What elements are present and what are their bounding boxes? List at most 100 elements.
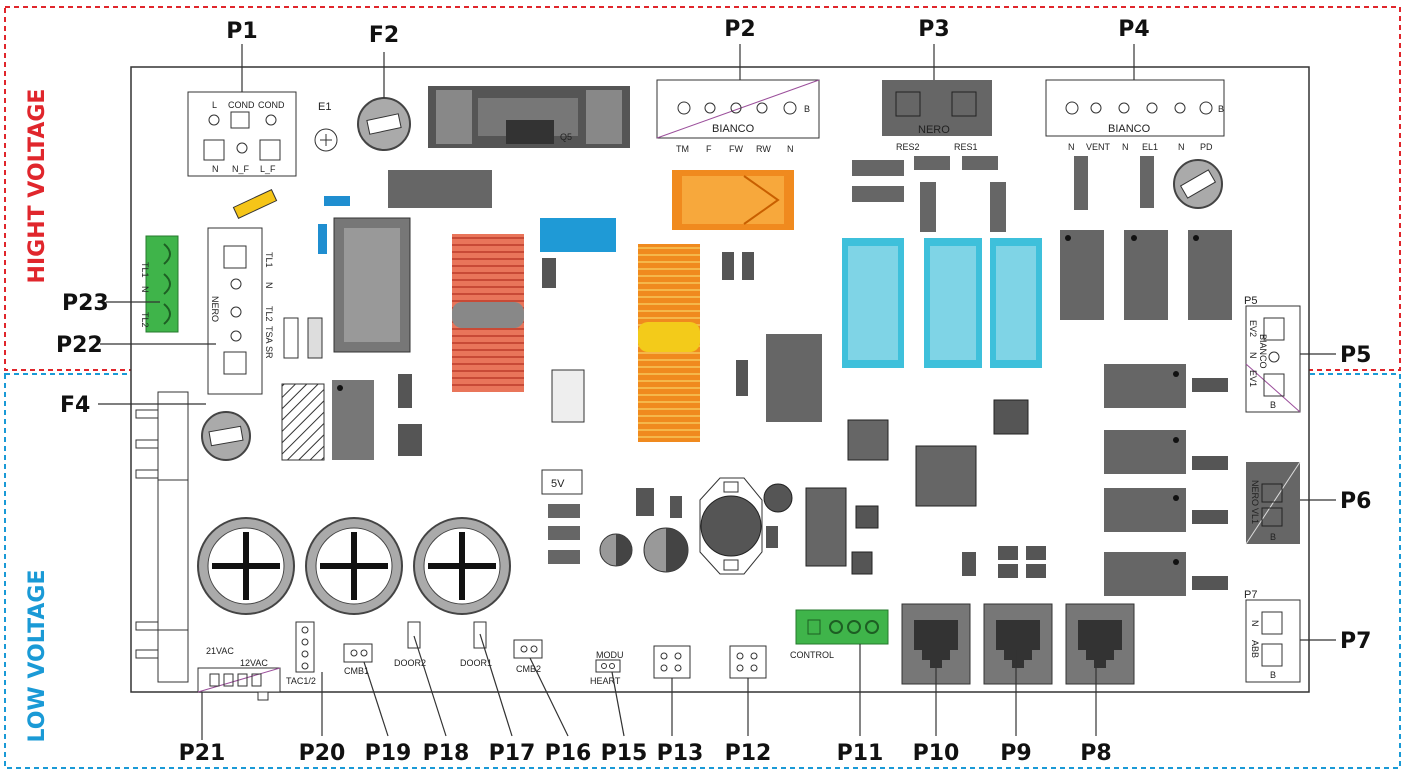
p10-rj-jack	[901, 603, 971, 685]
leader-lines	[98, 44, 1336, 740]
p5-connector: P5 EV2 BIANCO N EV1 B	[1244, 295, 1301, 413]
p4-pin-vent: VENT	[1086, 142, 1111, 152]
svg-text:B: B	[1270, 670, 1276, 680]
p12-connector	[729, 645, 767, 679]
hatched-block	[281, 383, 325, 461]
ic-qfp-small	[847, 419, 889, 461]
high-voltage-zone	[4, 6, 1401, 371]
5v-label: 5V	[551, 478, 565, 490]
callout-p5: P5	[1340, 343, 1371, 368]
callout-p10: P10	[913, 741, 960, 766]
svg-text:B: B	[1270, 400, 1276, 410]
p2-pin-tm: TM	[676, 144, 689, 154]
capacitor-1	[197, 517, 295, 615]
p21-connector: 21VAC 12VAC	[197, 646, 281, 701]
p8-rj-jack	[1065, 603, 1135, 685]
svg-text:NERO: NERO	[210, 296, 220, 322]
callout-p2: P2	[724, 17, 755, 42]
relay-low-2	[1104, 430, 1186, 474]
svg-text:BIANCO: BIANCO	[1258, 334, 1268, 369]
svg-text:N: N	[1250, 620, 1260, 627]
svg-text:BIANCO: BIANCO	[1108, 123, 1151, 135]
capacitor-2	[305, 517, 403, 615]
p16-connector: CMB2	[513, 639, 543, 674]
svg-text:CMB2: CMB2	[516, 664, 541, 674]
p6-connector: NERO VL1 B	[1245, 461, 1301, 545]
relay-low-left	[332, 380, 374, 460]
svg-text:12VAC: 12VAC	[240, 658, 268, 668]
svg-text:COND: COND	[258, 100, 285, 110]
coil-left	[452, 234, 524, 392]
svg-text:Q5: Q5	[560, 132, 572, 142]
callout-p13: P13	[657, 741, 704, 766]
p2-pin-n: N	[787, 144, 794, 154]
e1-label: E1	[318, 101, 331, 113]
svg-text:N: N	[1248, 352, 1258, 359]
svg-text:TL2: TL2	[264, 306, 274, 322]
svg-text:B: B	[1270, 532, 1276, 542]
svg-text:P7: P7	[1244, 589, 1257, 601]
svg-text:L: L	[212, 100, 217, 110]
callout-p3: P3	[918, 17, 949, 42]
callout-p12: P12	[725, 741, 772, 766]
callout-p18: P18	[423, 741, 470, 766]
svg-text:DOOR2: DOOR2	[394, 658, 426, 668]
q5-relay: Q5	[428, 86, 630, 148]
svg-text:MODU: MODU	[596, 650, 624, 660]
relay-top	[388, 170, 492, 208]
callout-f2: F2	[369, 23, 399, 48]
svg-text:EV1: EV1	[1248, 370, 1258, 387]
svg-text:TAC1/2: TAC1/2	[286, 676, 316, 686]
svg-text:L_F: L_F	[260, 164, 276, 174]
svg-text:BIANCO: BIANCO	[712, 123, 755, 135]
voltage-regulator	[699, 477, 763, 575]
p7-connector: P7 N ABB B	[1244, 589, 1301, 683]
blue-capacitor	[540, 218, 616, 252]
callout-p22: P22	[56, 333, 103, 358]
callout-p4: P4	[1118, 17, 1149, 42]
p9-rj-jack	[983, 603, 1053, 685]
callout-p23: P23	[62, 291, 109, 316]
yellow-component	[232, 189, 278, 219]
low-voltage-label: LOW VOLTAGE	[25, 570, 50, 743]
p23-connector: TL1 N TL2	[140, 235, 179, 333]
blue-smd-2	[318, 224, 327, 254]
relay-r2	[1124, 230, 1168, 320]
high-voltage-label: HIGHT VOLTAGE	[25, 89, 50, 284]
p15-connector: MODU HEART	[590, 650, 624, 686]
callout-p7: P7	[1340, 629, 1371, 654]
svg-text:N: N	[140, 286, 150, 293]
callout-p19: P19	[365, 741, 412, 766]
5v-box	[541, 469, 583, 495]
callout-p20: P20	[299, 741, 346, 766]
p18-connector: DOOR2	[394, 621, 426, 668]
relay-low-3	[1104, 488, 1186, 532]
callout-p15: P15	[601, 741, 648, 766]
p3-res2: RES2	[896, 142, 920, 152]
p20-connector: TAC1/2	[286, 621, 316, 686]
p2-connector: BIANCO B	[656, 79, 820, 139]
p3-connector: NERO	[882, 80, 992, 136]
svg-text:N: N	[264, 282, 274, 289]
p1-connector: L COND COND N N_F L_F	[187, 91, 297, 177]
blue-smd-1	[324, 196, 350, 206]
svg-text:TL1: TL1	[264, 252, 274, 268]
svg-text:SR: SR	[264, 346, 274, 359]
p11-connector: CONTROL	[790, 609, 889, 660]
relay-low-1	[1104, 364, 1186, 408]
callout-p9: P9	[1000, 741, 1031, 766]
callout-p8: P8	[1080, 741, 1111, 766]
heatsink	[135, 391, 189, 683]
p4-pin-n1: N	[1068, 142, 1075, 152]
p4-pin-pd: PD	[1200, 142, 1213, 152]
relay-r1	[1060, 230, 1104, 320]
svg-text:ABB: ABB	[1250, 640, 1260, 658]
svg-text:HEART: HEART	[590, 676, 621, 686]
p4-connector: BIANCO B	[1045, 79, 1225, 137]
svg-text:DOOR1: DOOR1	[460, 658, 492, 668]
svg-text:NERO: NERO	[1250, 480, 1260, 506]
relay-mid	[766, 334, 822, 422]
microcontroller	[915, 445, 977, 507]
